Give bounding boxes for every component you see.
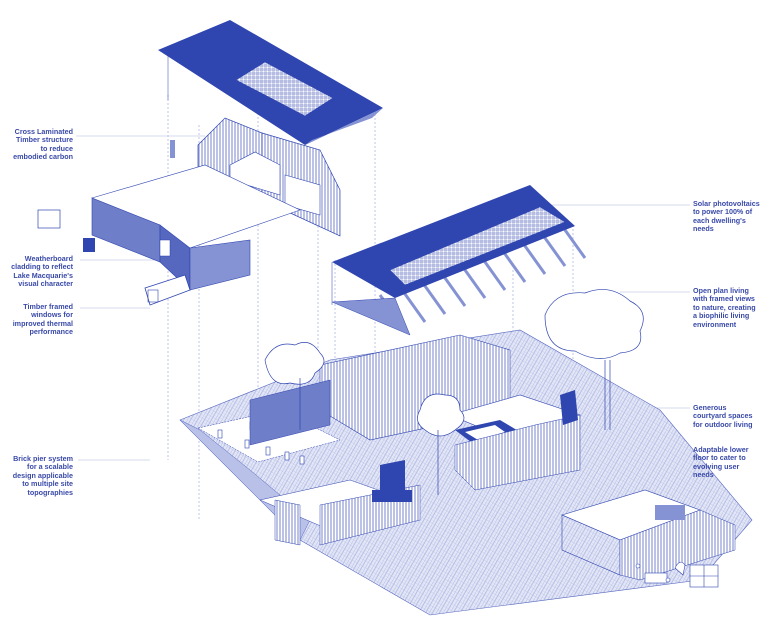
annotation-timber-windows: Timber framed windows for improved therm… xyxy=(12,302,73,337)
upper-roof xyxy=(158,20,383,145)
timber-window xyxy=(144,274,191,306)
annotation-weatherboard-cladding: Weatherboard cladding to reflect Lake Ma… xyxy=(11,254,73,289)
annotation-courtyard-spaces: Generous courtyard spaces for outdoor li… xyxy=(693,403,753,429)
annotation-cross-laminated-timber: Cross Laminated Timber structure to redu… xyxy=(13,127,73,162)
annotation-solar-photovoltaics: Solar photovoltaics to power 100% of eac… xyxy=(693,199,760,234)
annotation-brick-pier-system: Brick pier system for a scalable design … xyxy=(12,454,73,497)
trees xyxy=(264,289,644,495)
annotation-open-plan-living: Open plan living with framed views to na… xyxy=(693,286,756,329)
adaptable-lower-floor xyxy=(561,489,736,588)
annotation-adaptable-lower-floor: Adaptable lower floor to cater to evolvi… xyxy=(693,445,749,480)
clt-upper-structure xyxy=(170,117,341,237)
lower-roof xyxy=(331,185,587,336)
weatherboard-cladding xyxy=(37,164,301,291)
